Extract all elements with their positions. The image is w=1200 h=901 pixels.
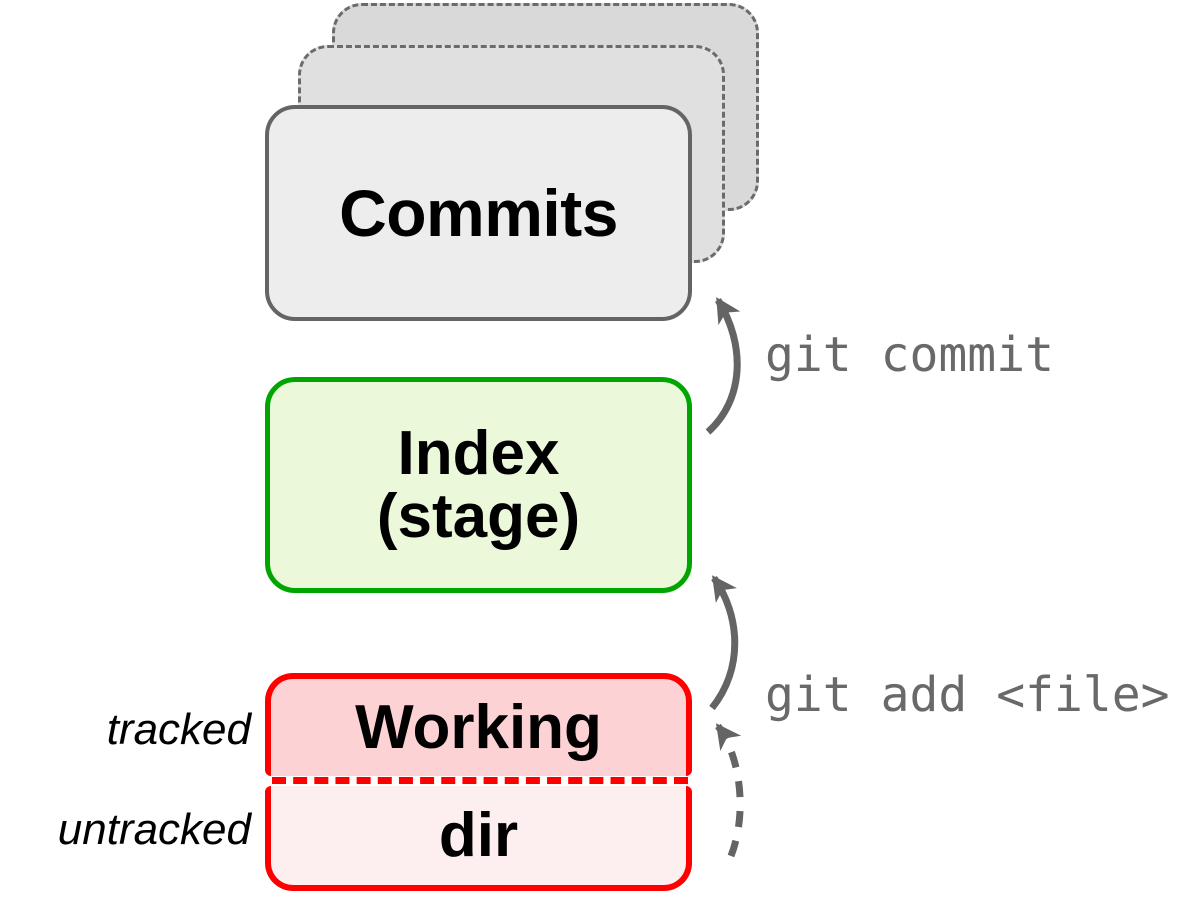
add-tracked-arrow bbox=[709, 575, 739, 711]
working-dir-tracked-node[interactable]: Working bbox=[265, 673, 692, 776]
index-node[interactable]: Index (stage) bbox=[265, 377, 692, 593]
working-untracked-label: dir bbox=[438, 801, 519, 870]
working-dir-untracked-node[interactable]: dir bbox=[265, 786, 692, 891]
git-add-command-label: git add <file> bbox=[765, 667, 1170, 723]
working-tracked-label: Working bbox=[355, 693, 602, 762]
add-untracked-arrow bbox=[715, 723, 744, 858]
commits-node[interactable]: Commits bbox=[265, 105, 692, 321]
tracked-side-label: tracked bbox=[106, 705, 251, 754]
commit-arrow bbox=[705, 297, 741, 435]
untracked-side-label: untracked bbox=[57, 805, 251, 854]
tracked-untracked-divider bbox=[272, 777, 688, 784]
commits-label: Commits bbox=[339, 176, 618, 250]
git-commit-command-label: git commit bbox=[765, 327, 1054, 383]
index-label: Index (stage) bbox=[376, 418, 581, 551]
